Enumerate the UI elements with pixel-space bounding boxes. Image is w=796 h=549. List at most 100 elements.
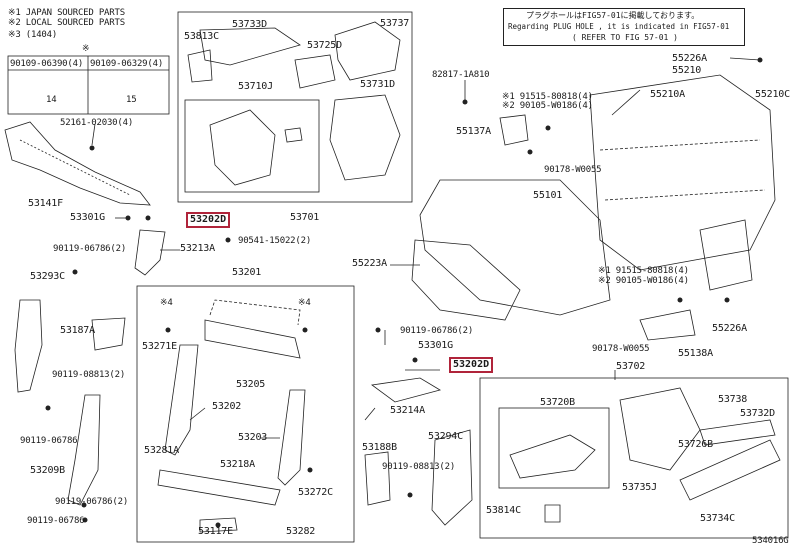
label-53301g-b[interactable]: 53301G xyxy=(418,340,453,351)
label-53117e[interactable]: 53117E xyxy=(198,526,233,537)
label-53735j[interactable]: 53735J xyxy=(622,482,657,493)
label-53188b[interactable]: 53188B xyxy=(362,442,397,453)
part-53701 xyxy=(329,94,401,181)
label-90119-06786-c[interactable]: 90119-06786(2) xyxy=(55,497,129,507)
legend-japan-sourced: ※1 JAPAN SOURCED PARTS xyxy=(8,8,125,18)
label-53731d[interactable]: 53731D xyxy=(360,79,395,90)
label-53733d[interactable]: 53733D xyxy=(232,19,267,30)
plug-hole-note: プラグホールはFIG57-01に掲載しております。 Regarding PLUG… xyxy=(503,8,745,46)
legend-local-sourced: ※2 LOCAL SOURCED PARTS xyxy=(8,18,125,28)
label-53738[interactable]: 53738 xyxy=(718,394,748,405)
part-53293c xyxy=(14,299,43,393)
label-90119-06786-d[interactable]: 90119-06786 xyxy=(27,516,85,526)
label-53202[interactable]: 53202 xyxy=(212,401,242,412)
label-53201[interactable]: 53201 xyxy=(232,267,262,278)
label-53272c[interactable]: 53272C xyxy=(298,487,333,498)
label-53282[interactable]: 53282 xyxy=(286,526,316,537)
plug-note-jp: プラグホールはFIG57-01に掲載しております。 xyxy=(526,11,700,20)
label-53726b[interactable]: 53726B xyxy=(678,439,713,450)
label-91515-80818-b[interactable]: ※1 91515-80818(4) xyxy=(598,266,689,276)
label-55223a[interactable]: 55223A xyxy=(352,258,387,269)
highlight-callout-53202d-mid[interactable]: 53202D xyxy=(449,357,494,373)
label-53213a[interactable]: 53213A xyxy=(180,243,215,254)
part-55223a xyxy=(411,239,521,321)
label-53732d[interactable]: 53732D xyxy=(740,408,775,419)
label-55226a-b[interactable]: 55226A xyxy=(712,323,747,334)
label-53720b[interactable]: 53720B xyxy=(540,397,575,408)
part-53813c xyxy=(187,49,213,83)
label-90178-w0055-b[interactable]: 90178-W0055 xyxy=(592,344,650,354)
label-90109-06390[interactable]: 90109-06390(4) xyxy=(10,59,84,69)
label-90119-06786-b[interactable]: 90119-06786 xyxy=(20,436,78,446)
part-53733d xyxy=(199,27,301,66)
part-53218a xyxy=(157,469,281,506)
part-55138a xyxy=(639,309,696,341)
label-53294c[interactable]: 53294C xyxy=(428,431,463,442)
label-53814c[interactable]: 53814C xyxy=(486,505,521,516)
part-53213a xyxy=(134,229,166,276)
label-55226a-a[interactable]: 55226A xyxy=(672,53,707,64)
label-53734c[interactable]: 53734C xyxy=(700,513,735,524)
label-53813c[interactable]: 53813C xyxy=(184,31,219,42)
group-box-53201 xyxy=(136,285,355,543)
label-53271e[interactable]: 53271E xyxy=(142,341,177,352)
part-53214a xyxy=(370,377,442,403)
label-53710j[interactable]: 53710J xyxy=(238,81,273,92)
label-53187a[interactable]: 53187A xyxy=(60,325,95,336)
label-90178-w0055-a[interactable]: 90178-W0055 xyxy=(544,165,602,175)
part-53726b xyxy=(619,387,701,471)
part-53720b xyxy=(509,434,596,479)
plug-note-en: Regarding PLUG HOLE , it is indicated in… xyxy=(508,22,730,31)
group-box-53710j xyxy=(184,99,320,193)
part-53294c xyxy=(431,429,473,526)
label-90105-w0186-b[interactable]: ※2 90105-W0186(4) xyxy=(598,276,689,286)
bolt-table xyxy=(7,55,170,115)
label-90119-06786-a[interactable]: 90119-06786(2) xyxy=(53,244,127,254)
label-53725d[interactable]: 53725D xyxy=(307,40,342,51)
label-53701[interactable]: 53701 xyxy=(290,212,320,223)
highlight-callout-53202d-top[interactable]: 53202D xyxy=(186,212,231,228)
label-dim-15: 15 xyxy=(126,95,137,105)
label-53141f[interactable]: 53141F xyxy=(28,198,63,209)
label-55137a[interactable]: 55137A xyxy=(456,126,491,137)
label-53301g-a[interactable]: 53301G xyxy=(70,212,105,223)
group-box-53720b xyxy=(498,407,610,489)
label-55210[interactable]: 55210 xyxy=(672,65,702,76)
label-53281a[interactable]: 53281A xyxy=(144,445,179,456)
group-box-53701 xyxy=(177,11,413,203)
part-53202 xyxy=(164,344,199,456)
label-90119-08813-b[interactable]: 90119-08813(2) xyxy=(382,462,456,472)
label-53214a[interactable]: 53214A xyxy=(390,405,425,416)
label-53702[interactable]: 53702 xyxy=(616,361,646,372)
label-90105-w0186-a[interactable]: ※2 90105-W0186(4) xyxy=(502,101,593,111)
part-53203 xyxy=(277,389,306,486)
part-53710j xyxy=(209,109,276,186)
label-note4-b: ※4 xyxy=(298,298,311,308)
label-82817-1a810[interactable]: 82817-1A810 xyxy=(432,70,490,80)
label-90119-06786-e[interactable]: 90119-06786(2) xyxy=(400,326,474,336)
label-dim-14: 14 xyxy=(46,95,57,105)
label-55210a[interactable]: 55210A xyxy=(650,89,685,100)
label-note4-a: ※4 xyxy=(160,298,173,308)
legend-note-3: ※3 (1404) xyxy=(8,30,58,40)
label-53293c[interactable]: 53293C xyxy=(30,271,65,282)
label-91515-80818-a[interactable]: ※1 91515-80818(4) xyxy=(502,92,593,102)
label-53218a[interactable]: 53218A xyxy=(220,459,255,470)
label-90109-06329[interactable]: 90109-06329(4) xyxy=(90,59,164,69)
label-55101[interactable]: 55101 xyxy=(533,190,563,201)
part-55210c xyxy=(699,219,753,291)
plug-note-ref: ( REFER TO FIG 57-01 ) xyxy=(572,33,678,42)
label-53737[interactable]: 53737 xyxy=(380,18,410,29)
label-90119-08813-a[interactable]: 90119-08813(2) xyxy=(52,370,126,380)
part-55210 xyxy=(589,74,776,271)
label-52161-02030[interactable]: 52161-02030(4) xyxy=(60,118,134,128)
label-90541-15022[interactable]: 90541-15022(2) xyxy=(238,236,312,246)
label-53203[interactable]: 53203 xyxy=(238,432,268,443)
label-53205[interactable]: 53205 xyxy=(236,379,266,390)
label-55138a[interactable]: 55138A xyxy=(678,348,713,359)
label-55210c[interactable]: 55210C xyxy=(755,89,790,100)
group-box-53702 xyxy=(479,377,789,539)
label-53209b[interactable]: 53209B xyxy=(30,465,65,476)
